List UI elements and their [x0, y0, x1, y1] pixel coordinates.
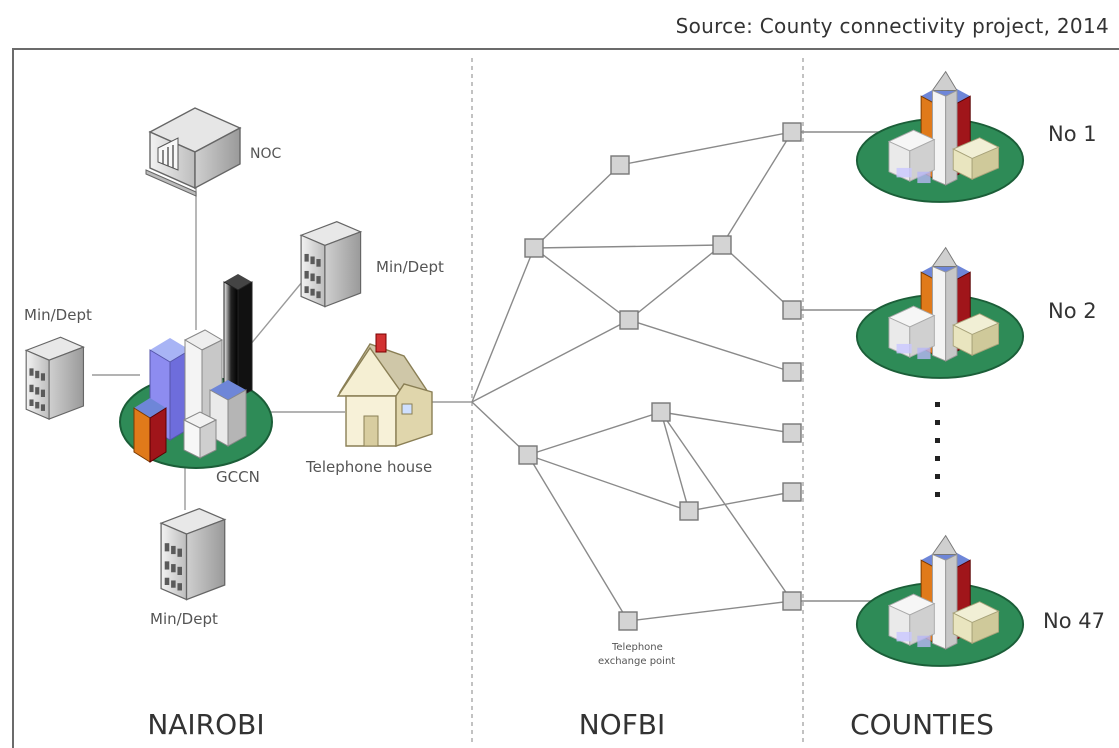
nofbi-node — [651, 402, 671, 422]
section-title-counties: COUNTIES — [850, 708, 994, 741]
gccn-label: GCCN — [216, 468, 260, 486]
nofbi-node — [782, 591, 802, 611]
min-dept-left-label: Min/Dept — [24, 306, 92, 324]
nofbi-node — [782, 482, 802, 502]
gccn-city-icon — [119, 274, 273, 469]
source-caption: Source: County connectivity project, 201… — [675, 14, 1109, 38]
section-title-nofbi: NOFBI — [579, 708, 666, 741]
nofbi-node — [679, 501, 699, 521]
section-title-nairobi: NAIROBI — [147, 708, 264, 741]
telephone-exchange-node — [618, 611, 638, 631]
nofbi-node — [619, 310, 639, 330]
min-dept-top-label: Min/Dept — [376, 258, 444, 276]
min-dept-bottom-building-icon — [160, 507, 226, 601]
nofbi-mesh-links — [471, 131, 880, 622]
county-2-city-icon — [855, 246, 1025, 379]
county-1-label: No 1 — [1048, 122, 1097, 146]
min-dept-left-building-icon — [25, 336, 85, 420]
county-1-city-icon — [855, 70, 1025, 203]
nofbi-node — [610, 155, 630, 175]
telephone-house-icon — [336, 333, 433, 447]
nofbi-node — [782, 300, 802, 320]
county-47-city-icon — [855, 534, 1025, 667]
county-ellipsis-dots — [935, 402, 940, 497]
diagram-frame — [12, 48, 1119, 748]
noc-label: NOC — [250, 146, 281, 162]
nofbi-node — [518, 445, 538, 465]
min-dept-top-building-icon — [300, 221, 362, 308]
nofbi-node — [782, 362, 802, 382]
nofbi-node — [524, 238, 544, 258]
nofbi-node — [782, 122, 802, 142]
nofbi-node — [712, 235, 732, 255]
exchange-label-line1: Telephone — [611, 642, 663, 653]
nofbi-nodes — [518, 122, 802, 631]
nofbi-node — [782, 423, 802, 443]
county-2-label: No 2 — [1048, 299, 1097, 323]
exchange-label-line2: exchange point — [598, 656, 675, 667]
county-47-label: No 47 — [1043, 609, 1105, 633]
telephone-house-label: Telephone house — [305, 458, 432, 476]
min-dept-bottom-label: Min/Dept — [150, 610, 218, 628]
noc-building-icon — [145, 107, 242, 197]
